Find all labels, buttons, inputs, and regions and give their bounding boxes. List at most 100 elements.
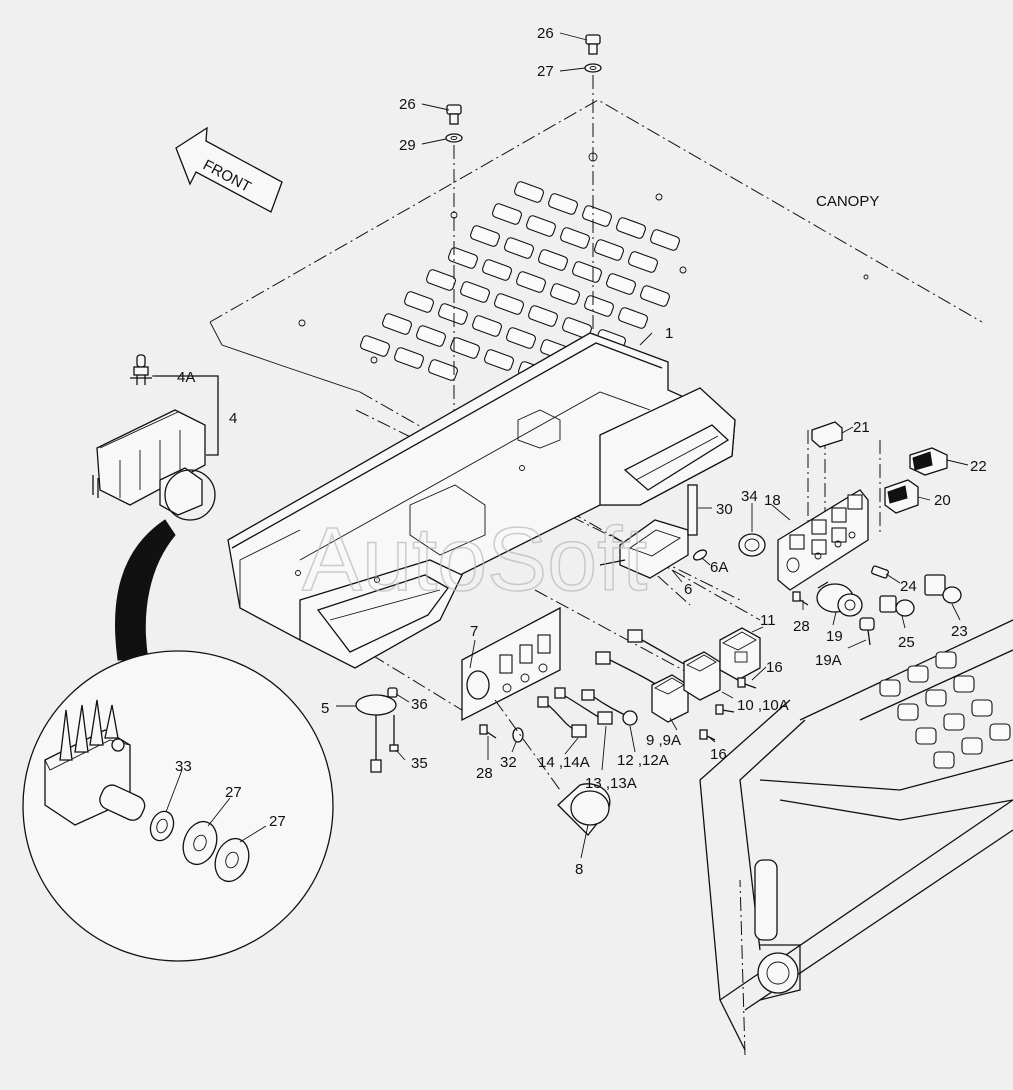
callout-11: 11 (760, 612, 776, 629)
callout-1: 1 (665, 325, 673, 342)
vent-slot (416, 325, 446, 347)
vent-slot (650, 229, 680, 251)
switch-25 (879, 595, 915, 617)
callout-22: 22 (970, 458, 987, 475)
callout-23: 23 (951, 623, 968, 640)
cab-window-cell (953, 675, 975, 693)
callout-4: 4 (229, 410, 237, 427)
switch-22 (909, 447, 948, 476)
canopy-label: CANOPY (816, 193, 879, 210)
relay-10 (683, 651, 721, 701)
cab-window-cell (897, 703, 919, 721)
vent-slot (492, 203, 522, 225)
nut-36 (387, 687, 398, 698)
vent-slot (572, 261, 602, 283)
screw-35 (389, 715, 399, 752)
callout-16-b: 16 (710, 746, 727, 763)
vent-slot (494, 293, 524, 315)
callout-16-a: 16 (766, 659, 783, 676)
vent-slot (404, 291, 434, 313)
vent-slot (550, 283, 580, 305)
vent-slot (538, 249, 568, 271)
callout-26-top: 26 (537, 25, 554, 42)
harness-14 (537, 696, 587, 738)
callout-6A: 6A (710, 559, 728, 576)
cab-rear-window-grid (879, 651, 1011, 769)
vent-slot (426, 269, 456, 291)
callout-10-10A: 10 ,10A (737, 697, 789, 714)
washer-33 (149, 810, 175, 842)
vent-slot (484, 349, 514, 371)
cab-window-cell (925, 689, 947, 707)
screw-16-c (699, 729, 716, 741)
harness-13 (554, 687, 613, 725)
vent-slot (514, 181, 544, 203)
callout-9-9A: 9 ,9A (646, 732, 681, 749)
callout-25: 25 (898, 634, 915, 651)
harness-12 (581, 689, 638, 726)
detail-zoom-arrow (115, 519, 176, 661)
vent-slot (560, 227, 590, 249)
vent-slot (504, 237, 534, 259)
callout-7: 7 (470, 623, 478, 640)
callout-5: 5 (321, 700, 329, 717)
vent-slot (448, 247, 478, 269)
screw-28-lower (479, 724, 497, 739)
washer-27-top (584, 63, 602, 73)
vent-slot (516, 271, 546, 293)
washer-27-detail-b (214, 837, 250, 883)
ignition-switch-19 (816, 581, 863, 617)
vent-slot (506, 327, 536, 349)
callout-27-top: 27 (537, 63, 554, 80)
vent-slot (394, 347, 424, 369)
washer-27-detail-a (182, 820, 218, 866)
vent-slot (594, 239, 624, 261)
relay-9 (651, 674, 689, 723)
plug-32 (512, 727, 524, 743)
callout-18: 18 (764, 492, 781, 509)
callout-13-13A: 13 ,13A (585, 775, 637, 792)
vent-slot (640, 285, 670, 307)
cab-window-cell (907, 665, 929, 683)
switch-20 (884, 479, 919, 514)
cab-window-cell (961, 737, 983, 755)
watermark-text: AutoSoft (302, 510, 647, 610)
cab-window-cell (989, 723, 1011, 741)
switch-23 (924, 574, 962, 604)
connector-detail-magnified (22, 650, 334, 962)
dome-light-6 (599, 519, 689, 579)
bolt-26-top (585, 34, 601, 55)
bolt-26-left (446, 104, 462, 125)
vent-slot (584, 295, 614, 317)
callout-21: 21 (853, 419, 870, 436)
lamp-connector-detail-circle (164, 469, 216, 521)
screw-16-a (737, 677, 757, 689)
callout-28-upper: 28 (793, 618, 810, 635)
switch-panel-18 (777, 489, 869, 591)
callout-20: 20 (934, 492, 951, 509)
callout-30: 30 (716, 501, 733, 518)
leader-lines (152, 32, 969, 859)
callout-8: 8 (575, 861, 583, 878)
cab-window-cell (971, 699, 993, 717)
cab-window-cell (879, 679, 901, 697)
canopy-vent-slots (360, 181, 680, 383)
callout-34: 34 (741, 488, 758, 505)
callout-29: 29 (399, 137, 416, 154)
vent-slot (482, 259, 512, 281)
screw-16-b (715, 704, 735, 715)
bulb-4A (130, 354, 152, 385)
vent-slot (606, 273, 636, 295)
cab-frame (699, 619, 1013, 1051)
callout-24: 24 (900, 578, 917, 595)
vent-slot (618, 307, 648, 329)
washer-29 (445, 133, 463, 143)
vent-slot (438, 303, 468, 325)
fuse-24 (871, 565, 889, 579)
grommet-34 (738, 533, 766, 557)
relay-11 (719, 627, 761, 681)
callout-19: 19 (826, 628, 843, 645)
screw-28-upper (792, 591, 809, 606)
callout-36: 36 (411, 696, 428, 713)
callout-27-detail-b: 27 (269, 813, 286, 830)
